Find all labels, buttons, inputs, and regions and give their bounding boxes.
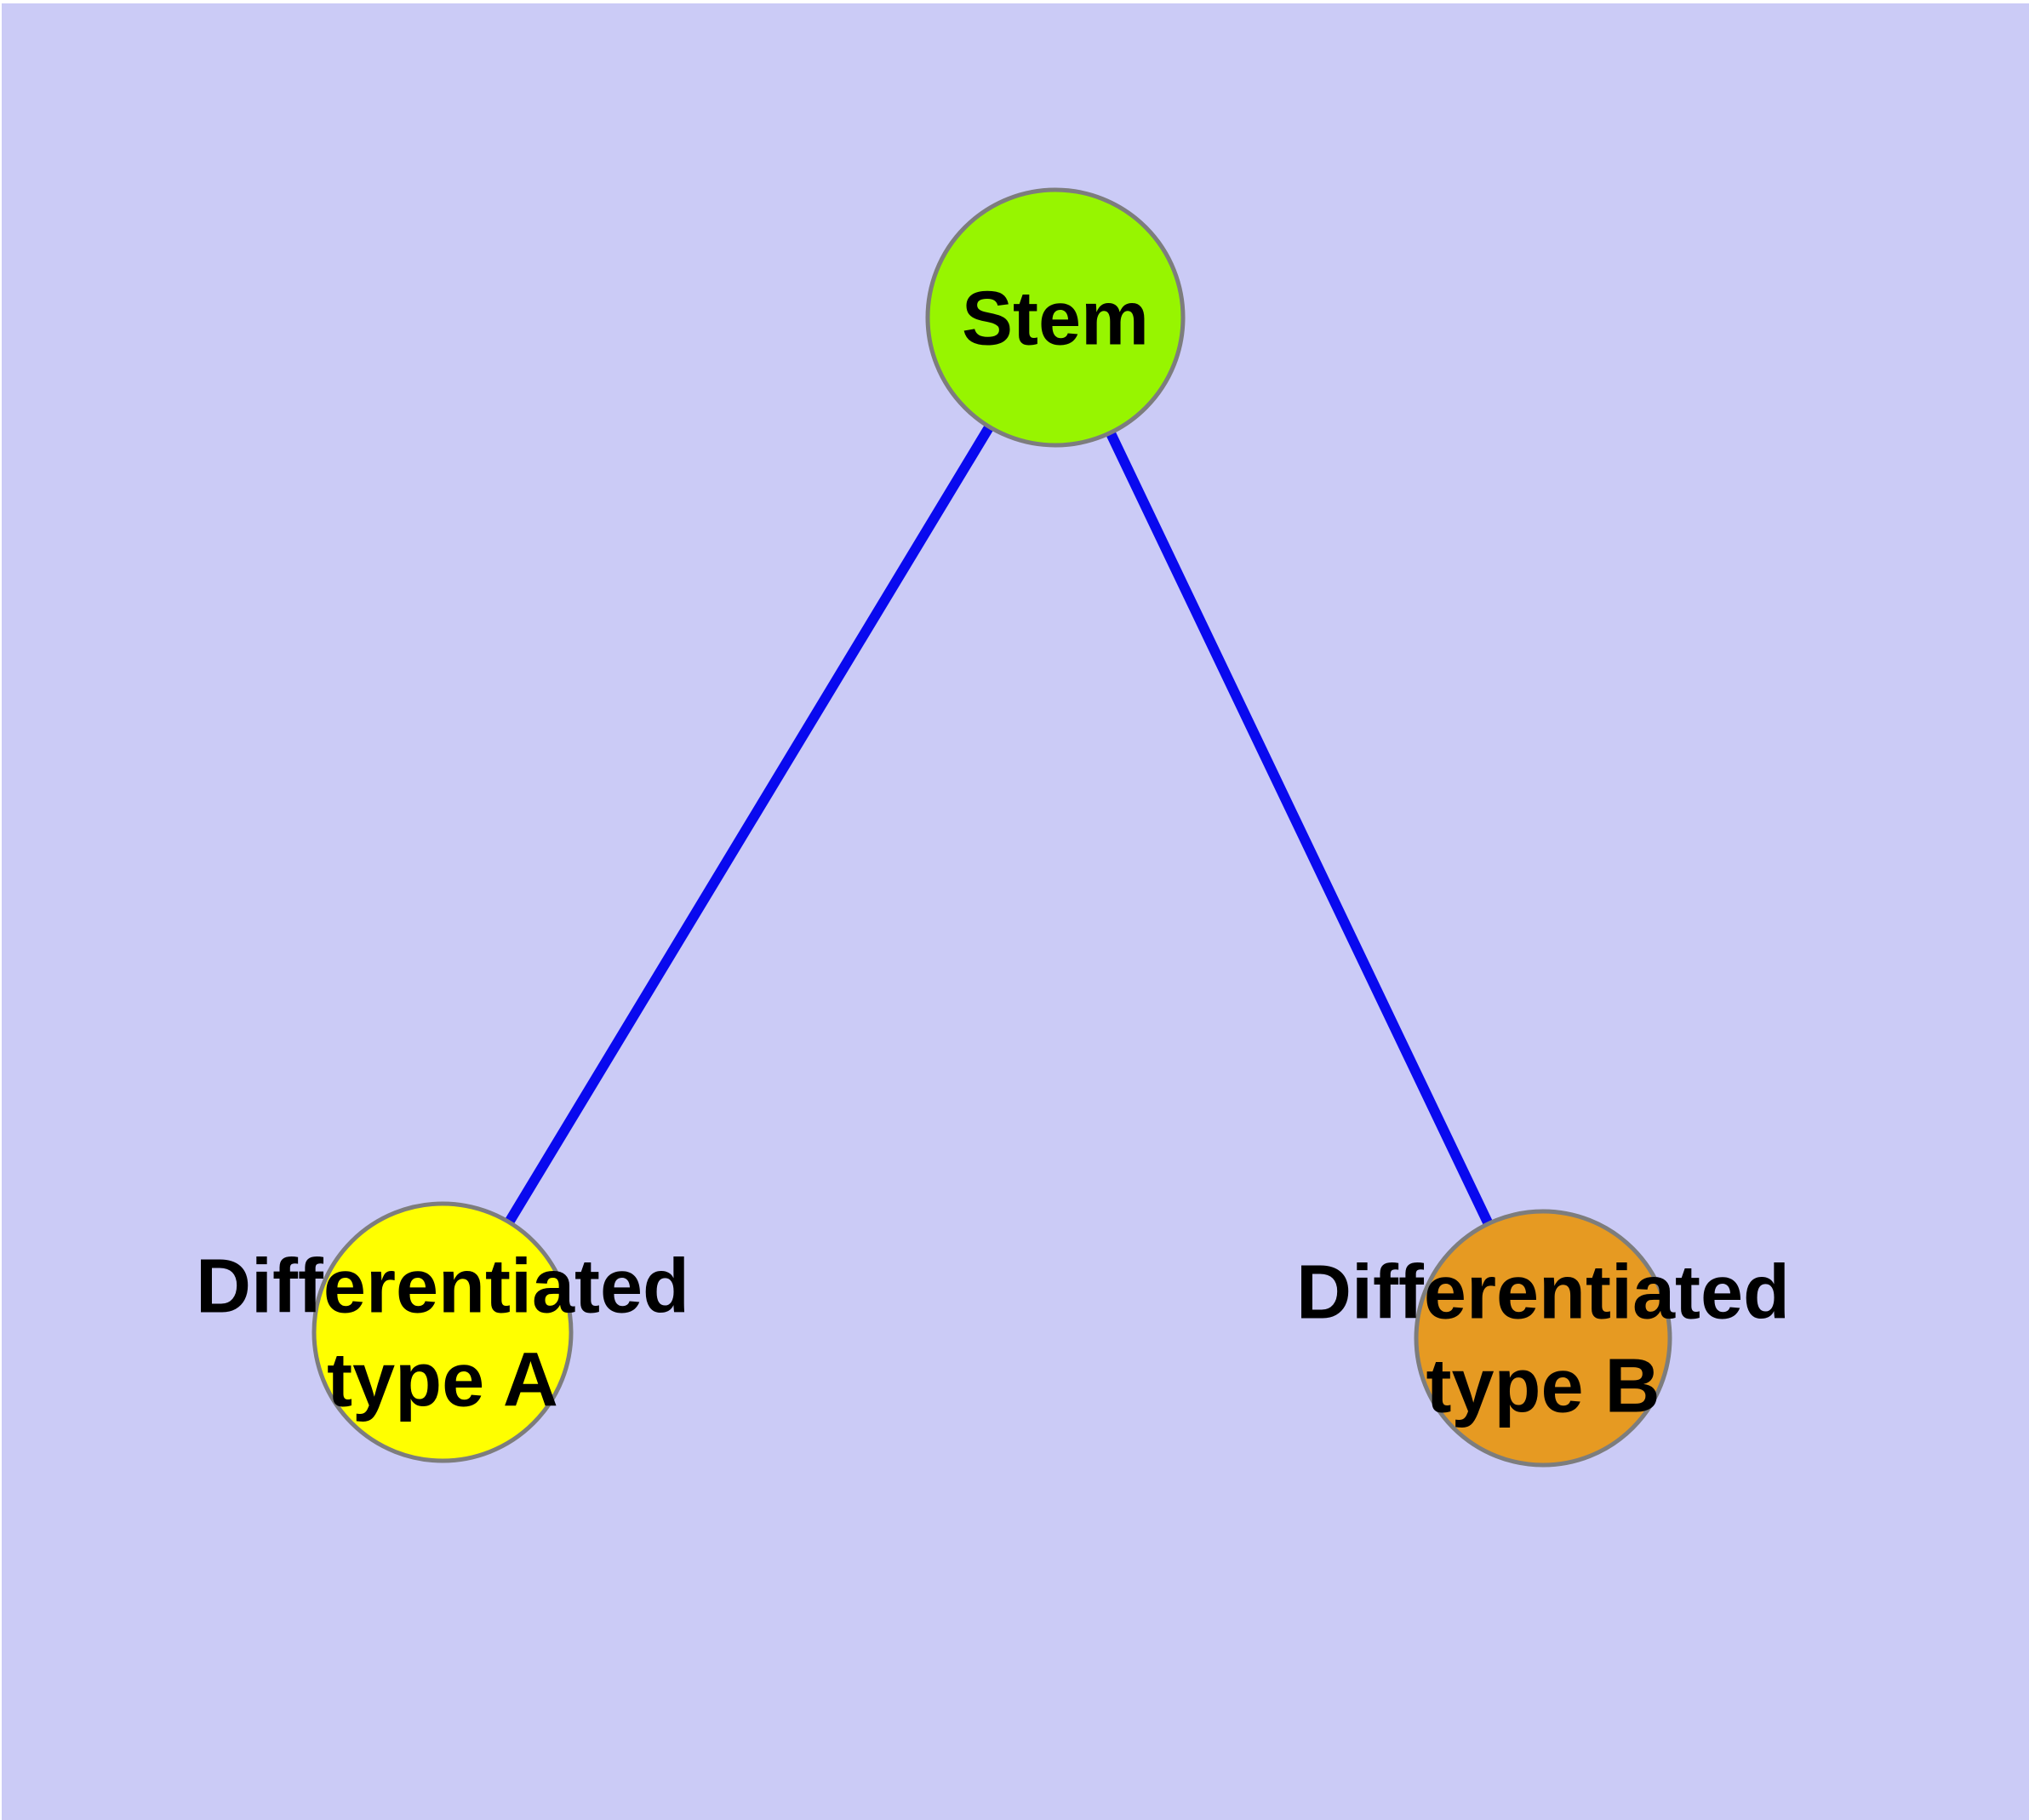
node-label-stem: Stem: [962, 277, 1149, 362]
node-label-diff-b-line-1: Differentiated: [1296, 1251, 1790, 1336]
page-margin-top: [0, 0, 2029, 3]
node-diff-a: [311, 1201, 574, 1463]
node-label-diff-b-line-2: type B: [1426, 1344, 1660, 1429]
node-stem: [925, 187, 1186, 448]
edge-stem-diff-b: [1050, 315, 1548, 1341]
node-label-diff-a-line-1: Differentiated: [196, 1245, 689, 1330]
node-diff-b: [1414, 1209, 1672, 1468]
node-label-diff-a-line-2: type A: [327, 1338, 558, 1423]
page-margin-left: [0, 0, 2, 1820]
node-label-stem-line-1: Stem: [962, 277, 1149, 362]
edge-stem-diff-a: [437, 314, 1060, 1336]
